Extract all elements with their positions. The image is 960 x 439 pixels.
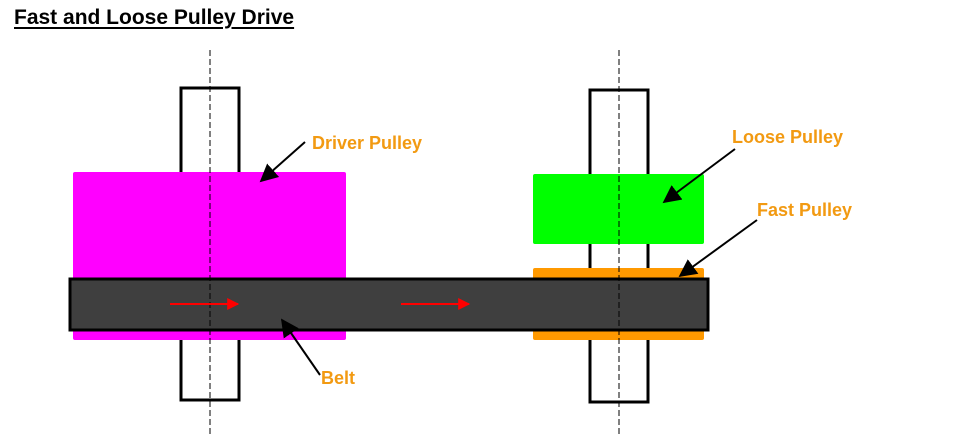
fast-pulley-label: Fast Pulley — [757, 200, 852, 220]
belt-label: Belt — [321, 368, 355, 388]
driver-pulley-label: Driver Pulley — [312, 133, 422, 153]
belt — [68, 277, 710, 332]
diagram-title: Fast and Loose Pulley Drive — [14, 6, 295, 29]
loose-pulley-leader — [662, 148, 736, 204]
belt-leader — [280, 318, 321, 376]
fast-pulley-leader — [678, 219, 758, 278]
driver-pulley-leader — [259, 141, 306, 183]
loose-pulley-label: Loose Pulley — [732, 127, 843, 147]
